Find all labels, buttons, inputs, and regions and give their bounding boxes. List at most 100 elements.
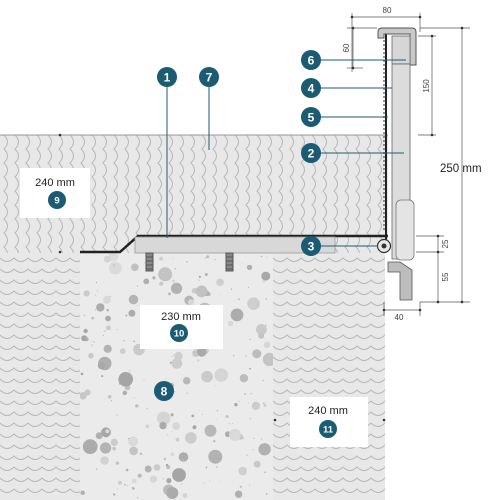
aggregate-particle xyxy=(206,465,208,468)
aggregate-particle xyxy=(249,417,252,420)
aggregate-particle xyxy=(172,257,174,259)
insulation-hatch-line xyxy=(273,279,385,284)
callout-1: 1 xyxy=(157,67,177,87)
aggregate-particle xyxy=(123,340,125,342)
aggregate-particle xyxy=(239,485,242,488)
aggregate-particle xyxy=(93,341,95,343)
aggregate-particle xyxy=(263,404,267,407)
dim-bottom-height: 55 xyxy=(441,272,450,281)
aggregate-particle xyxy=(214,385,216,387)
aggregate-particle xyxy=(165,377,167,380)
aggregate-particle xyxy=(266,256,268,258)
aggregate-particle xyxy=(204,424,217,437)
aggregate-particle xyxy=(174,351,183,361)
dim-cap-height: 60 xyxy=(342,43,351,52)
callout-2: 2 xyxy=(301,143,321,163)
aggregate-particle xyxy=(116,329,118,331)
aggregate-particle xyxy=(230,288,232,290)
aggregate-particle xyxy=(247,297,260,311)
callout-3: 3 xyxy=(301,236,321,256)
aggregate-particle xyxy=(101,375,104,378)
aggregate-particle xyxy=(94,294,96,296)
insulation-hatch-line xyxy=(273,455,385,460)
aggregate-particle xyxy=(95,281,97,284)
aggregate-particle xyxy=(220,480,222,483)
callout-4-number: 4 xyxy=(308,82,315,96)
aggregate-particle xyxy=(209,480,211,482)
insulation-hatch-line xyxy=(0,477,80,482)
aggregate-particle xyxy=(228,423,231,425)
aggregate-particle xyxy=(266,367,268,369)
aggregate-particle xyxy=(95,432,103,440)
aggregate-particle xyxy=(203,482,205,484)
aggregate-particle xyxy=(253,437,255,439)
aggregate-particle xyxy=(83,290,90,297)
aggregate-particle xyxy=(238,298,240,301)
aggregate-particle xyxy=(79,392,87,400)
aggregate-particle xyxy=(197,359,200,362)
aggregate-particle xyxy=(166,478,172,484)
insulation-hatch-line xyxy=(113,135,118,253)
aggregate-particle xyxy=(174,267,177,270)
roof-insulation-thickness: 240 mm xyxy=(35,177,75,189)
dim-total-height: 250 mm xyxy=(440,163,482,175)
aggregate-particle xyxy=(212,439,216,443)
aggregate-particle xyxy=(248,484,251,487)
aggregate-particle xyxy=(118,372,133,387)
aggregate-particle xyxy=(85,337,87,339)
insulation-hatch-line xyxy=(0,433,80,438)
aggregate-particle xyxy=(258,332,265,339)
aggregate-particle xyxy=(253,460,261,468)
aggregate-particle xyxy=(186,261,188,263)
insulation-hatch-line xyxy=(0,257,80,262)
insulation-hatch-line xyxy=(333,135,338,253)
aggregate-particle xyxy=(197,347,207,357)
aggregate-particle xyxy=(216,410,219,412)
insulation-hatch-line xyxy=(0,323,80,328)
dim-top-width: 80 xyxy=(383,6,392,15)
aggregate-particle xyxy=(110,400,112,402)
aggregate-particle xyxy=(106,325,111,331)
concrete-slab xyxy=(79,251,276,500)
insulation-hatch-line xyxy=(366,135,371,253)
insulation-hatch-line xyxy=(0,367,80,372)
aggregate-particle xyxy=(126,484,129,487)
aggregate-particle xyxy=(204,273,208,276)
aggregate-particle xyxy=(125,314,128,317)
aggregate-particle xyxy=(247,402,250,404)
aggregate-particle xyxy=(262,352,276,366)
aggregate-particle xyxy=(214,368,228,382)
insulation-hatch-line xyxy=(273,257,385,262)
aggregate-particle xyxy=(244,393,246,395)
aggregate-particle xyxy=(186,392,188,394)
aggregate-particle xyxy=(159,421,167,430)
aggregate-particle xyxy=(100,442,112,454)
aggregate-particle xyxy=(219,294,222,296)
aggregate-particle xyxy=(263,341,271,349)
aggregate-particle xyxy=(172,468,186,482)
aggregate-particle xyxy=(166,487,179,499)
insulation-hatch-line xyxy=(0,334,80,339)
aggregate-particle xyxy=(249,338,251,341)
aggregate-particle xyxy=(124,483,126,486)
aggregate-particle xyxy=(228,428,241,441)
roof-membrane xyxy=(0,30,388,252)
callout-9-number: 9 xyxy=(54,196,59,207)
aggregate-particle xyxy=(195,285,208,298)
aggregate-particle xyxy=(108,395,112,399)
aggregate-particle xyxy=(252,349,262,359)
aggregate-particle xyxy=(216,278,224,287)
insulation-hatch-line xyxy=(0,444,80,449)
aggregate-particle xyxy=(102,334,104,336)
aggregate-particle xyxy=(100,456,109,465)
aggregate-particle xyxy=(129,446,138,456)
aggregate-particle xyxy=(137,473,142,478)
insulation-hatch-line xyxy=(273,477,385,482)
aggregate-particle xyxy=(198,289,200,292)
insulation-hatch-line xyxy=(273,444,385,449)
aggregate-particle xyxy=(205,466,207,469)
aggregate-particle xyxy=(128,294,139,305)
insulation-hatch-line xyxy=(0,345,80,350)
callout-5-number: 5 xyxy=(308,111,315,125)
aggregate-particle xyxy=(171,355,173,357)
